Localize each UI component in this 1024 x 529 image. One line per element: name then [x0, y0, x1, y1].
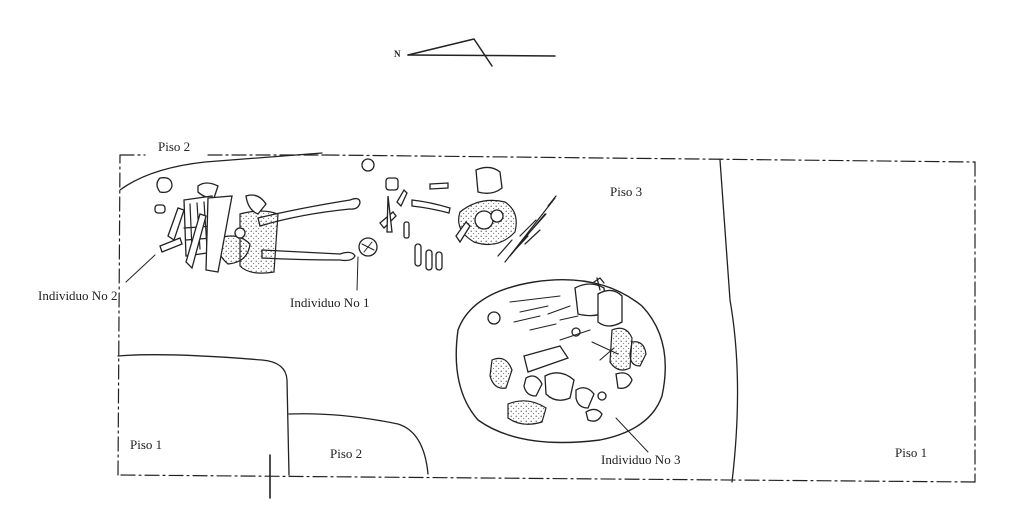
label-piso3: Piso 3: [610, 184, 642, 199]
label-individuo-2: Individuo No 2: [38, 288, 117, 303]
label-individuo-3: Individuo No 3: [601, 452, 680, 467]
label-individuo-1: Individuo No 1: [290, 295, 369, 310]
burial-individuo-3-pit: [455, 277, 666, 453]
label-piso1-left: Piso 1: [130, 437, 162, 452]
burial-individuo-1: [217, 158, 557, 291]
label-piso2-bottom: Piso 2: [330, 446, 362, 461]
label-piso1-right: Piso 1: [895, 445, 927, 460]
north-arrow-label: N: [394, 49, 401, 59]
floor-boundaries: [117, 152, 739, 499]
excavation-border: [117, 154, 976, 483]
north-arrow: N: [394, 38, 556, 67]
burial-individuo-2: [125, 177, 267, 283]
label-piso2-top: Piso 2: [158, 139, 190, 154]
